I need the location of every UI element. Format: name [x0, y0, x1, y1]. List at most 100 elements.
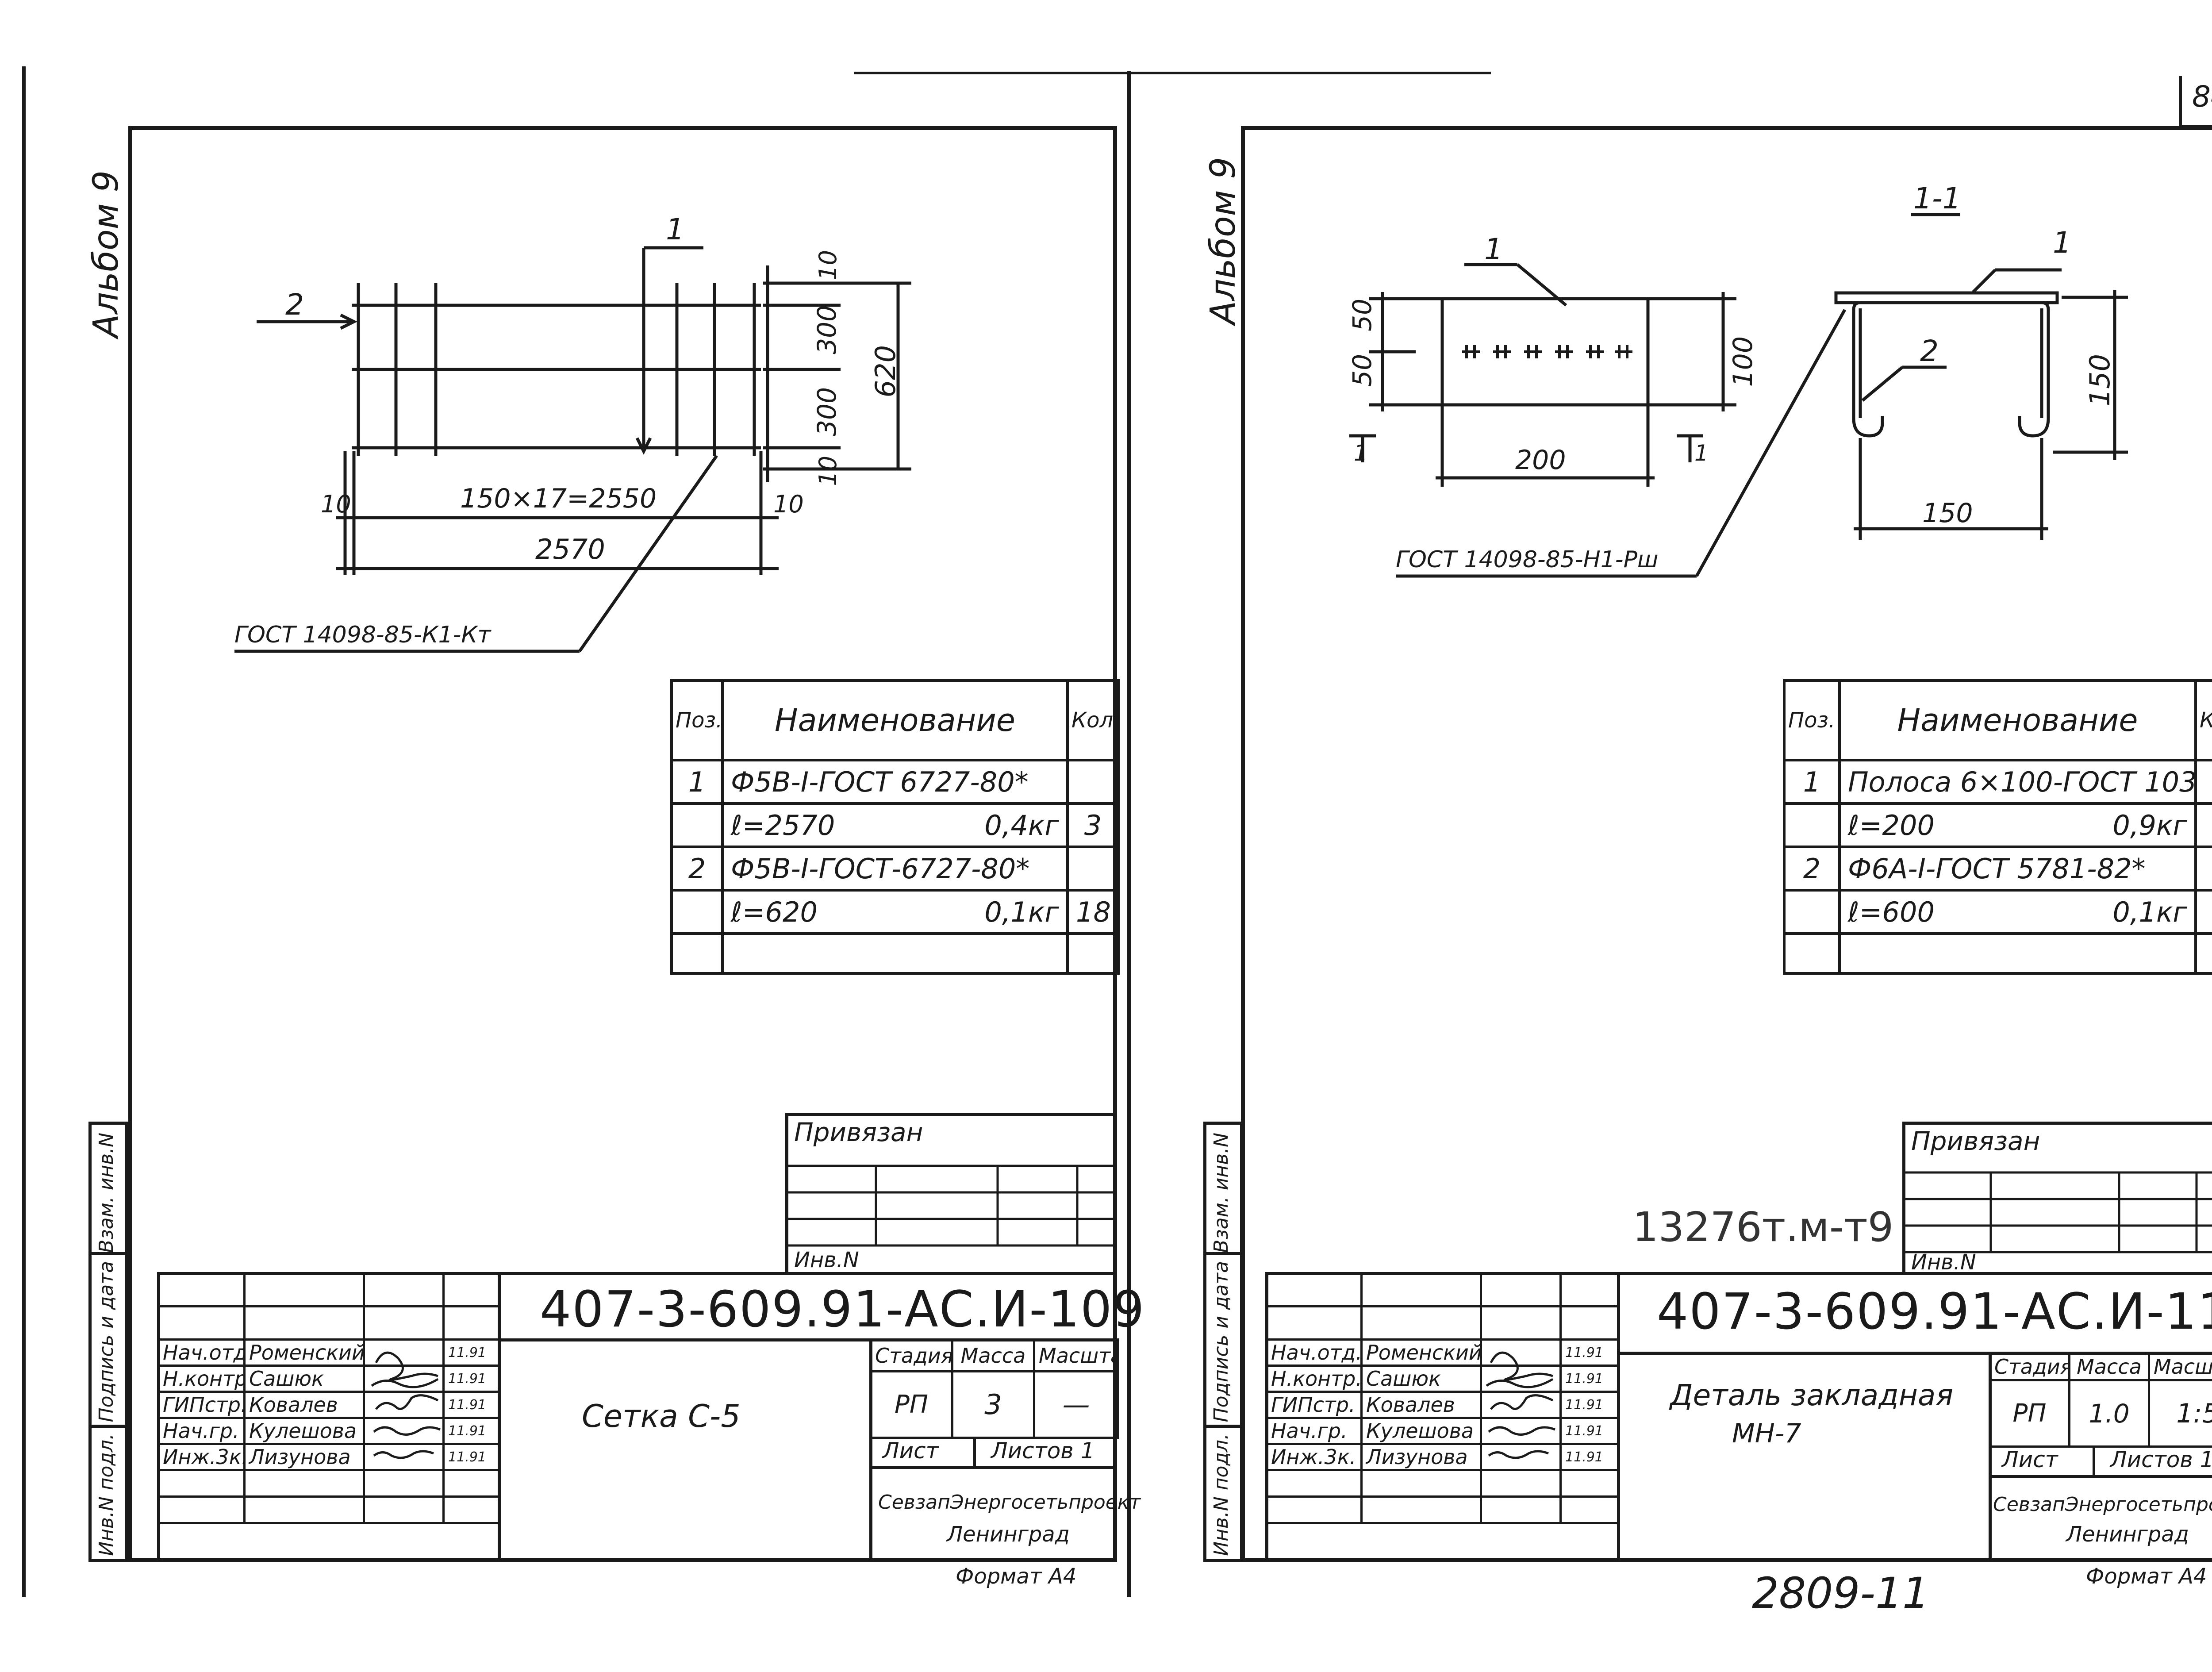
spec-row-qty: [2194, 759, 2212, 805]
mass-header: Масса: [2068, 1352, 2150, 1381]
top-stroke: [854, 72, 1491, 74]
right-info-vline: [1989, 1352, 1992, 1562]
right-sheet-frame: [1241, 126, 2212, 1562]
spec-row-pos: 1: [1783, 759, 1841, 805]
person-role: Н.контр.: [1265, 1365, 1363, 1393]
mass-value: 1.0: [2068, 1379, 2150, 1448]
spec-row-name: [1838, 932, 2197, 975]
person-date: 11.91: [1559, 1338, 1619, 1367]
spec-row-name: Ф5В-I-ГОСТ-6727-80*: [721, 846, 1069, 892]
spec-row-name: Ф5В-I-ГОСТ 6727-80*: [721, 759, 1069, 805]
signature-cell: [363, 1391, 445, 1419]
person-role: Нач.отд.: [1265, 1338, 1363, 1367]
person-date: 11.91: [442, 1417, 500, 1445]
person-role: Инж.3к.: [1265, 1443, 1363, 1471]
right-sheets-label: Листов 1: [2110, 1447, 2212, 1472]
person-role: Нач.гр.: [1265, 1417, 1363, 1445]
stamp-note: 13276т.м-т9: [1632, 1203, 1894, 1251]
right-section-pos1: 1: [2053, 226, 2071, 260]
spec-header-name: Наименование: [1838, 679, 2197, 761]
left-sheets-label: Листов 1: [991, 1438, 1095, 1464]
spec-row-qty: 1: [2194, 802, 2212, 848]
person-name: Роменский: [1360, 1338, 1482, 1367]
person-name: Роменский: [243, 1338, 365, 1367]
person-date: 11.91: [1559, 1417, 1619, 1445]
right-title-1: Деталь закладная: [1670, 1378, 1954, 1412]
right-plan-pos1: 1: [1484, 232, 1503, 266]
spec-row-qty: [2194, 846, 2212, 892]
stage-value: РП: [869, 1370, 953, 1439]
spec-row-pos: [1783, 932, 1841, 975]
right-sheet-row: [1989, 1447, 2212, 1478]
person-role: Инж.3к.: [157, 1443, 246, 1471]
left-code-divider: [498, 1338, 1117, 1341]
right-privyazan-box: [1902, 1122, 2212, 1272]
signature-cell: [1480, 1365, 1562, 1393]
person-role: Н.контр.: [157, 1365, 246, 1393]
spec-row-qty: 1: [2194, 889, 2212, 935]
right-sheet-label: Лист: [2002, 1447, 2058, 1472]
right-code: 407-3-609.91-АС.И-110: [1657, 1283, 2212, 1341]
left-inv-n: Инв.N: [794, 1248, 859, 1272]
person-name: Лизунова: [243, 1443, 365, 1471]
spec-header-pos: Поз.: [670, 679, 724, 761]
right-spec-table: Поз. Наименование Кол. 1 Полоса 6×100-ГО…: [1783, 679, 2212, 975]
person-name: Кулешова: [1360, 1417, 1482, 1445]
spec-row-pos: 2: [1783, 846, 1841, 892]
spec-row-name: Ф6А-I-ГОСТ 5781-82*: [1838, 846, 2197, 892]
right-stage-grid: СтадияМассаМасштаб РП1.01:5: [1989, 1352, 2212, 1448]
left-privyazan-label: Привязан: [794, 1117, 923, 1147]
left-sheet-divider: [973, 1438, 976, 1469]
right-privyazan-grid: [1902, 1171, 2212, 1253]
right-side-div1: [1203, 1252, 1243, 1255]
footer-number: 2809-11: [1752, 1568, 1930, 1618]
signature-cell: [1480, 1417, 1562, 1445]
spec-row-pos: [670, 889, 724, 935]
left-dim-10-left: 10: [321, 490, 351, 518]
scale-value: 1:5: [2148, 1379, 2212, 1448]
spec-row-pos: 1: [670, 759, 724, 805]
spec-row-pos: 2: [670, 846, 724, 892]
right-gost-note: ГОСТ 14098-85-Н1-Рш: [1396, 546, 1659, 573]
right-org: СевзапЭнергосетьпроект: [1993, 1493, 2212, 1516]
spec-row-pos: [670, 932, 724, 975]
left-dim-10-right: 10: [773, 490, 804, 518]
person-role: Нач.отд.: [157, 1338, 246, 1367]
person-date: 11.91: [442, 1365, 500, 1393]
person-name: Сашюк: [243, 1365, 365, 1393]
spec-row-qty: 3: [1066, 802, 1120, 848]
left-privyazan-grid: [785, 1165, 1117, 1247]
scale-header: Масштаб: [1033, 1338, 1119, 1372]
left-title: Сетка С-5: [582, 1398, 741, 1434]
person-name: Сашюк: [1360, 1365, 1482, 1393]
spec-row-name: Полоса 6×100-ГОСТ 103-76*: [1838, 759, 2197, 805]
spec-row-pos: [1783, 889, 1841, 935]
right-city: Ленинград: [2066, 1522, 2189, 1547]
left-pos1-label: 1: [666, 212, 684, 246]
left-sheet-label: Лист: [883, 1438, 939, 1464]
left-code-vline: [498, 1272, 501, 1562]
spec-row-pos: [1783, 802, 1841, 848]
left-org: СевзапЭнергосетьпроект: [878, 1491, 1141, 1514]
left-stage-grid: СтадияМассаМасштаб РП3—: [869, 1338, 1119, 1439]
left-side-div1: [88, 1252, 128, 1255]
mass-value: 3: [951, 1370, 1035, 1439]
right-cut-right: 1: [1694, 440, 1709, 466]
right-people-grid: Нач.отд.Роменский 11.91 Н.контр.Сашюк 11.9…: [1265, 1272, 1619, 1524]
person-date: 11.91: [1559, 1443, 1619, 1471]
stage-header: Стадия: [1989, 1352, 2070, 1381]
person-role: ГИПстр.: [1265, 1391, 1363, 1419]
spec-row-qty: [1066, 846, 1120, 892]
right-side-stamp: [1203, 1122, 1243, 1562]
right-signatures: [1486, 1351, 1555, 1459]
right-privyazan-label: Привязан: [1911, 1126, 2040, 1156]
signature-cell: [1480, 1338, 1562, 1367]
person-date: 11.91: [1559, 1391, 1619, 1419]
spec-row-qty: [1066, 932, 1120, 975]
right-section-pos2: 2: [1920, 334, 1939, 368]
left-spec-table: Поз. Наименование Кол. 1 Ф5В-I-ГОСТ 6727…: [670, 679, 1120, 975]
left-city: Ленинград: [947, 1522, 1070, 1547]
right-dim-150-horizontal: 150: [1922, 498, 1973, 529]
right-sheet-divider: [2093, 1447, 2095, 1478]
person-name: Ковалев: [243, 1391, 365, 1419]
